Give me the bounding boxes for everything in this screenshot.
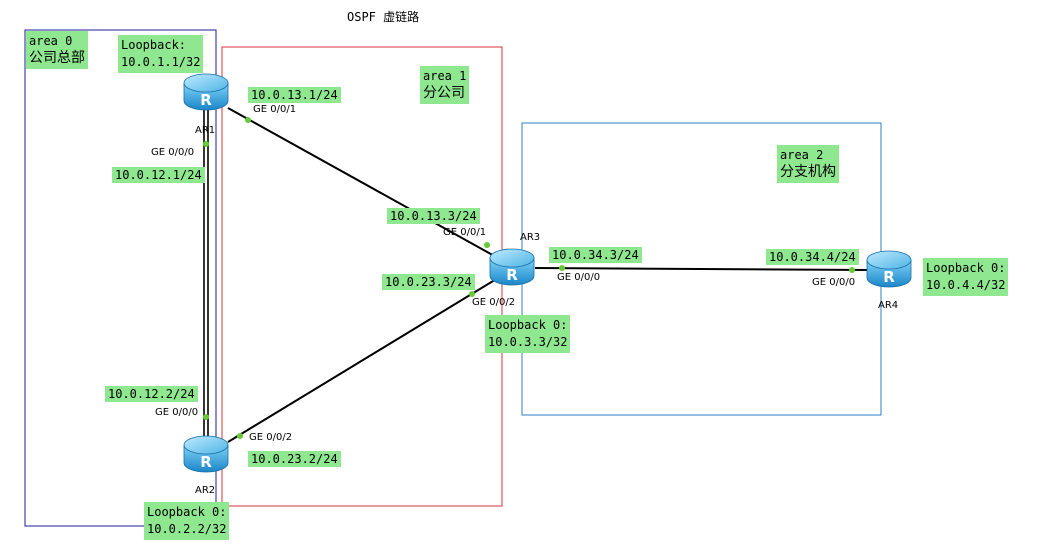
- router-name-ar4: AR4: [878, 300, 899, 311]
- router-name-ar1: AR1: [195, 125, 216, 136]
- router-icon[interactable]: R: [183, 73, 229, 111]
- port-label: GE 0/0/1: [253, 104, 297, 115]
- router-icon[interactable]: R: [183, 435, 229, 473]
- link-ar1-ar2: [203, 105, 209, 440]
- loopback-label-ar2: Loopback 0: 10.0.2.2/32: [144, 502, 230, 540]
- diagram-title: OSPF 虚链路: [347, 10, 420, 24]
- ip-label: 10.0.23.2/24: [248, 451, 341, 467]
- loopback-address: 10.0.4.4/32: [926, 278, 1006, 292]
- area-0-desc: 公司总部: [29, 50, 85, 66]
- ip-label: 10.0.13.1/24: [248, 87, 341, 103]
- port-label: GE 0/0/0: [155, 407, 199, 418]
- svg-text:R: R: [200, 91, 212, 109]
- port-dot: [484, 242, 490, 248]
- port-label: GE 0/0/1: [443, 227, 487, 238]
- area-0-label: area 0 公司总部: [26, 31, 88, 69]
- area-2-desc: 分支机构: [780, 164, 836, 180]
- area-0-box: [24, 29, 217, 527]
- loopback-title: Loopback 0:: [147, 505, 227, 519]
- area-2-label: area 2 分支机构: [777, 145, 839, 183]
- svg-text:R: R: [883, 268, 895, 286]
- port-label: GE 0/0/2: [472, 297, 516, 308]
- loopback-label-ar3: Loopback 0: 10.0.3.3/32: [485, 315, 571, 353]
- ip-label: 10.0.12.2/24: [105, 386, 198, 402]
- port-dot: [245, 117, 251, 123]
- loopback-title: Loopback 0:: [926, 261, 1006, 275]
- router-icon[interactable]: R: [866, 250, 912, 288]
- ip-label: 10.0.12.1/24: [112, 167, 205, 183]
- ip-label: 10.0.23.3/24: [382, 274, 475, 290]
- loopback-title: Loopback:: [121, 38, 187, 52]
- router-name-ar2: AR2: [195, 485, 216, 496]
- ip-label: 10.0.34.3/24: [549, 247, 642, 263]
- port-dot: [237, 433, 243, 439]
- ip-label: 10.0.34.4/24: [766, 249, 859, 265]
- router-name-ar3: AR3: [520, 232, 541, 243]
- area-2-name: area 2: [780, 148, 824, 162]
- link-ar2-ar3: [227, 277, 499, 443]
- port-dot: [849, 267, 855, 273]
- loopback-address: 10.0.2.2/32: [147, 522, 227, 536]
- loopback-title: Loopback 0:: [488, 318, 568, 332]
- port-label: GE 0/0/0: [557, 272, 601, 283]
- loopback-label-ar1: Loopback: 10.0.1.1/32: [118, 35, 204, 73]
- loopback-label-ar4: Loopback 0: 10.0.4.4/32: [923, 258, 1009, 296]
- area-0-name: area 0: [29, 34, 73, 48]
- port-dot: [559, 265, 565, 271]
- port-label: GE 0/0/0: [812, 277, 856, 288]
- area-1-desc: 分公司: [423, 85, 465, 101]
- svg-text:R: R: [506, 266, 518, 284]
- link-ar3-ar4: [534, 267, 869, 271]
- ip-label: 10.0.13.3/24: [387, 208, 480, 224]
- router-icon[interactable]: R: [489, 248, 535, 286]
- loopback-address: 10.0.3.3/32: [488, 335, 568, 349]
- port-dot: [469, 291, 475, 297]
- area-1-label: area 1 分公司: [420, 66, 470, 104]
- port-dot: [203, 414, 209, 420]
- port-label: GE 0/0/0: [151, 147, 195, 158]
- port-dot: [203, 141, 209, 147]
- loopback-address: 10.0.1.1/32: [121, 55, 201, 69]
- link-ar1-ar3: [227, 107, 499, 259]
- port-label: GE 0/0/2: [249, 432, 293, 443]
- area-1-name: area 1: [423, 69, 467, 83]
- svg-text:R: R: [200, 453, 212, 471]
